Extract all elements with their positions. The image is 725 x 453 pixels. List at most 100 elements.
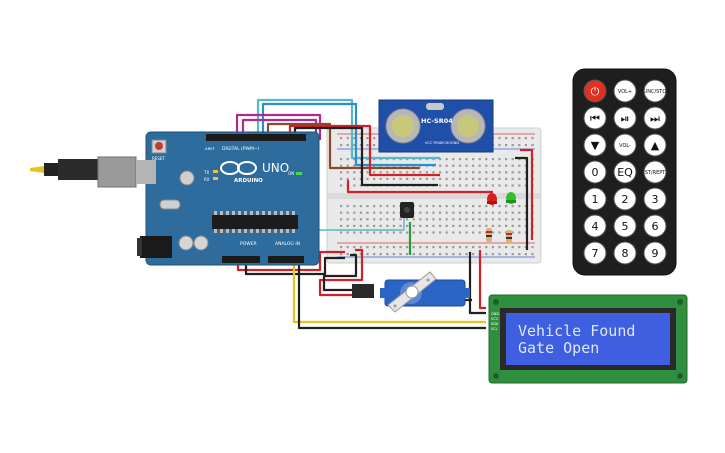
wire-red-servo bbox=[318, 248, 364, 297]
lcd-pin-gnd: GND bbox=[491, 312, 499, 316]
remote-button-label: VOL- bbox=[619, 143, 631, 149]
wire-black-servo bbox=[322, 253, 358, 292]
on-label: ON bbox=[288, 171, 294, 176]
analog-label: ANALOG IN bbox=[275, 241, 300, 247]
ultrasonic-sensor: HC-SR04 VCC TRIG ECHO GND bbox=[378, 99, 494, 153]
wire-red-rail bbox=[520, 148, 534, 240]
power-jack bbox=[140, 236, 172, 258]
crystal bbox=[179, 170, 195, 186]
play-pause-icon: ⏯ bbox=[621, 112, 630, 125]
remote-button-8[interactable]: 8 bbox=[613, 241, 637, 265]
wire-black-rail bbox=[515, 156, 529, 250]
arduino-model: UNO bbox=[262, 161, 289, 175]
remote-button-label: 5 bbox=[622, 220, 629, 233]
lcd-pin-scl: SCL bbox=[491, 327, 498, 331]
remote-button-9[interactable]: 9 bbox=[643, 241, 667, 265]
lcd-module: GND VCC SDA SCL Vehicle Found Gate Open bbox=[488, 294, 688, 384]
remote-button-st-rept[interactable]: ST/REPT bbox=[643, 160, 667, 184]
arduino-brand: ARDUINO bbox=[234, 178, 263, 184]
play-pause-button[interactable]: ⏯ bbox=[613, 106, 637, 130]
chip-pins bbox=[214, 211, 295, 233]
wire-red-led bbox=[346, 180, 493, 194]
lcd-pin-vcc: VCC bbox=[491, 317, 499, 321]
remote-button-5[interactable]: 5 bbox=[613, 214, 637, 238]
remote-button-7[interactable]: 7 bbox=[583, 241, 607, 265]
up-icon: ▲ bbox=[651, 139, 660, 152]
tx-label: TX bbox=[203, 170, 209, 175]
remote-button-label: 8 bbox=[622, 247, 629, 260]
lcd-line-2: Gate Open bbox=[518, 339, 599, 357]
servo-motor bbox=[352, 271, 470, 313]
us-pin-gnd: GND bbox=[451, 141, 459, 145]
lcd-screen bbox=[506, 313, 670, 365]
remote-button-2[interactable]: 2 bbox=[613, 187, 637, 211]
remote-button-label: 9 bbox=[652, 247, 659, 260]
power-label: POWER bbox=[240, 241, 257, 247]
up-button[interactable]: ▲ bbox=[643, 133, 667, 157]
remote-button-label: FUNC/STOP bbox=[641, 89, 670, 95]
lcd-line-1: Vehicle Found bbox=[518, 322, 635, 340]
power-icon: ⏻ bbox=[591, 85, 600, 98]
remote-button-vol-[interactable]: VOL- bbox=[613, 133, 637, 157]
remote-button-label: 6 bbox=[652, 220, 659, 233]
remote-buttons: ⏻ VOL+ FUNC/STOP ⏮ ⏯ ⏭ ▼ VOL- ▲ 0 EQ ST/REPT 1 2 3 4 5 6 7… bbox=[583, 79, 670, 265]
wire-brown bbox=[266, 122, 420, 170]
remote-button-label: 1 bbox=[592, 193, 599, 206]
ir-remote: ⏻ VOL+ FUNC/STOP ⏮ ⏯ ⏭ ▼ VOL- ▲ 0 EQ ST/REPT 1 2 3 4 5 6 7… bbox=[572, 68, 677, 276]
remote-button-6[interactable]: 6 bbox=[643, 214, 667, 238]
remote-button-label: 4 bbox=[592, 220, 599, 233]
arduino-uno-board: RESET DIGITAL (PWM~) AREF ARDUINO UNO TX… bbox=[30, 131, 320, 266]
usb-connector bbox=[97, 156, 137, 188]
power-header bbox=[222, 256, 260, 263]
rx-label: RX bbox=[204, 177, 210, 182]
remote-button-label: 3 bbox=[652, 193, 659, 206]
resistor-1 bbox=[486, 228, 492, 242]
remote-button-label: 0 bbox=[592, 166, 599, 179]
analog-header bbox=[268, 256, 304, 263]
down-button[interactable]: ▼ bbox=[583, 133, 607, 157]
wire-yellow-sda bbox=[292, 262, 486, 324]
ir-receiver bbox=[400, 202, 414, 218]
digital-label: DIGITAL (PWM~) bbox=[222, 146, 260, 152]
skip-forward-icon: ⏭ bbox=[650, 112, 660, 125]
wire-red-top bbox=[288, 124, 440, 177]
remote-button-label: VOL+ bbox=[618, 89, 632, 95]
resistor-2 bbox=[506, 230, 512, 244]
skip-back-icon: ⏮ bbox=[590, 112, 600, 125]
us-pin-echo: ECHO bbox=[441, 141, 451, 145]
wire-red-power bbox=[236, 250, 345, 272]
wire-black-scl bbox=[297, 262, 486, 330]
led-green bbox=[506, 192, 516, 204]
led-red bbox=[487, 193, 497, 205]
wire-black-power bbox=[244, 256, 345, 276]
remote-button-0[interactable]: 0 bbox=[583, 160, 607, 184]
remote-button-label: EQ bbox=[617, 166, 633, 179]
remote-button-label: 2 bbox=[622, 193, 629, 206]
atmega-chip bbox=[212, 215, 298, 229]
remote-button-eq[interactable]: EQ bbox=[613, 160, 637, 184]
us-pin-vcc: VCC bbox=[425, 141, 433, 145]
wires bbox=[235, 98, 534, 330]
reset-label: RESET bbox=[152, 156, 165, 161]
remote-button-3[interactable]: 3 bbox=[643, 187, 667, 211]
aref-label: AREF bbox=[205, 146, 215, 151]
power-button[interactable]: ⏻ bbox=[583, 79, 607, 103]
down-icon: ▼ bbox=[591, 139, 600, 152]
remote-button-label: ST/REPT bbox=[645, 170, 667, 176]
us-pin-trig: TRIG bbox=[432, 141, 442, 145]
skip-back-button[interactable]: ⏮ bbox=[583, 106, 607, 130]
wire-black-lcd bbox=[468, 252, 486, 315]
ultrasonic-model: HC-SR04 bbox=[421, 117, 453, 125]
arduino-logo: ARDUINO UNO bbox=[220, 161, 289, 184]
skip-forward-button[interactable]: ⏭ bbox=[643, 106, 667, 130]
oscillator bbox=[426, 103, 444, 110]
remote-button-func-stop[interactable]: FUNC/STOP bbox=[641, 79, 670, 103]
remote-button-1[interactable]: 1 bbox=[583, 187, 607, 211]
digital-header bbox=[206, 134, 306, 141]
remote-button-4[interactable]: 4 bbox=[583, 214, 607, 238]
wire-cyan bbox=[256, 98, 440, 160]
wire-red-lcd bbox=[478, 250, 486, 310]
wire-magenta-2 bbox=[241, 118, 318, 140]
remote-button-vol-[interactable]: VOL+ bbox=[613, 79, 637, 103]
